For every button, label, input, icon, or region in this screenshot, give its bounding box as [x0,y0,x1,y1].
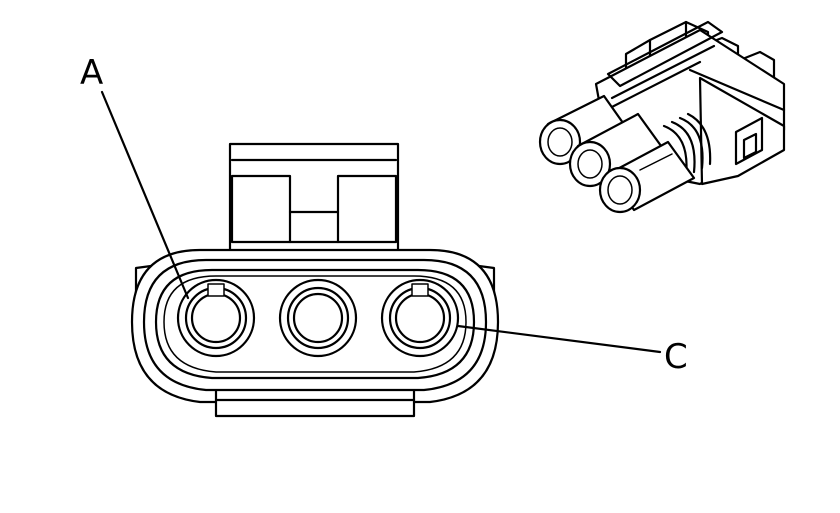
callout-c-leader [456,324,662,354]
wire-seal-boot-2 [568,112,666,188]
terminal-cavity-b [278,278,358,358]
connector-face-view [130,142,500,418]
wire-seal-boot-1 [538,94,630,166]
connector-isometric-view [538,20,786,214]
terminal-cavity-c [380,278,460,358]
callout-a-label: A [80,53,103,93]
top-locking-tab [228,142,400,254]
wire-seal-boot-3 [598,140,696,214]
terminal-cavity-a [176,278,256,358]
callout-c: C [456,324,688,377]
callout-c-label: C [664,337,688,377]
callout-a: A [80,53,190,300]
callout-a-leader [100,90,190,300]
